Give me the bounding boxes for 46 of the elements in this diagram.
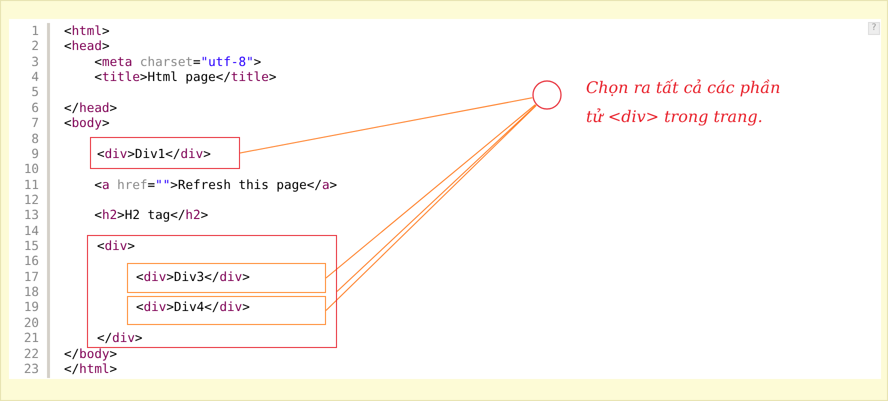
line-number: 19 bbox=[22, 299, 39, 316]
line-number: 23 bbox=[22, 360, 39, 377]
callout-circle bbox=[532, 80, 562, 110]
code-line: <title>Html page</title> bbox=[94, 69, 276, 86]
highlight-box bbox=[90, 137, 240, 169]
code-line: <div> bbox=[97, 238, 135, 254]
line-number: 14 bbox=[22, 222, 39, 239]
code-line: <div>Div3</div> bbox=[136, 268, 250, 285]
line-number: 21 bbox=[22, 330, 39, 346]
leader-line bbox=[240, 97, 533, 154]
line-number: 10 bbox=[22, 161, 39, 178]
line-number: 16 bbox=[22, 253, 39, 270]
line-number: 3 bbox=[30, 54, 39, 70]
line-number: 12 bbox=[22, 192, 39, 208]
highlight-box bbox=[127, 263, 326, 293]
line-number: 15 bbox=[22, 238, 39, 254]
code-line: <body> bbox=[64, 115, 110, 132]
line-number: 9 bbox=[30, 146, 39, 162]
code-line: </html> bbox=[64, 360, 118, 377]
line-number: 6 bbox=[30, 100, 39, 116]
line-number: 11 bbox=[22, 176, 39, 193]
code-line: </head> bbox=[64, 100, 118, 116]
line-number: 4 bbox=[30, 69, 39, 86]
line-number: 5 bbox=[30, 84, 39, 100]
line-number: 18 bbox=[22, 284, 39, 300]
highlight-box bbox=[127, 296, 326, 325]
line-number: 13 bbox=[22, 207, 39, 224]
code-line: <h2>H2 tag</h2> bbox=[94, 207, 208, 224]
code-line: <div>Div4</div> bbox=[136, 299, 250, 316]
line-number: 22 bbox=[22, 346, 39, 362]
help-button: ? bbox=[868, 22, 880, 35]
line-number: 8 bbox=[30, 130, 39, 147]
annotation-text: Chọn ra tất cả các phần tử <div> trong trang. bbox=[586, 77, 782, 128]
code-line: </body> bbox=[64, 346, 118, 362]
line-number: 17 bbox=[22, 268, 39, 285]
code-line: <html> bbox=[64, 23, 110, 39]
code-line: <head> bbox=[64, 38, 110, 54]
highlight-box bbox=[87, 235, 337, 348]
line-number: 1 bbox=[30, 23, 39, 39]
code-line: <meta charset="utf-8"> bbox=[94, 54, 262, 70]
line-number: 20 bbox=[22, 314, 39, 331]
code-line: <a href="">Refresh this page</a> bbox=[94, 176, 338, 193]
line-number: 2 bbox=[30, 38, 39, 54]
code-line: <div>Div1</div> bbox=[97, 146, 211, 162]
line-number: 7 bbox=[30, 115, 39, 132]
code-line: </div> bbox=[97, 330, 143, 346]
